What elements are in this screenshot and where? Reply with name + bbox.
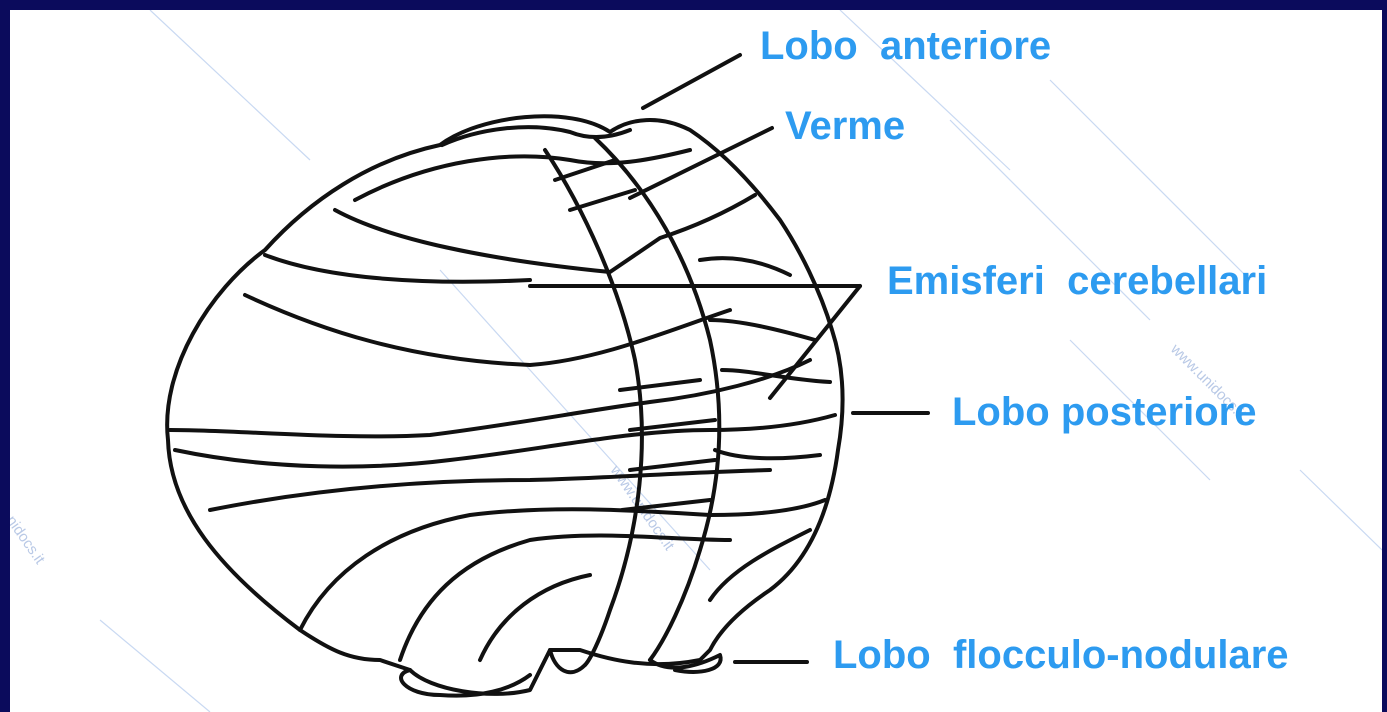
label-lobo-flocculo-nodulare: Lobo flocculo-nodulare <box>833 635 1289 675</box>
folium-h7 <box>400 536 730 660</box>
folium-h12 <box>722 370 830 382</box>
label-emisferi-cerebellari: Emisferi cerebellari <box>887 261 1267 301</box>
nodulus <box>550 650 585 672</box>
watermark-text-left: nidocs.it <box>10 513 49 569</box>
vermis-left-border <box>545 150 642 665</box>
folium-h13 <box>715 450 820 458</box>
vermis-cross-3 <box>620 380 700 390</box>
folium-h2 <box>245 295 730 365</box>
folium-h11 <box>710 320 815 340</box>
folium-h8 <box>480 575 590 660</box>
folium-h1 <box>265 255 530 282</box>
folium-h10 <box>700 258 790 275</box>
folium-a3 <box>335 195 755 272</box>
diagram-panel: www.unidocs.it www.unidocs.it nidocs.it <box>10 10 1382 712</box>
vermis-cross-2 <box>570 190 635 210</box>
label-lobo-anteriore: Lobo anteriore <box>760 26 1051 66</box>
leader-anteriore <box>643 55 740 108</box>
cerebellum-outline <box>167 116 843 695</box>
label-verme: Verme <box>785 106 905 146</box>
vermis-right-border <box>595 138 719 660</box>
cerebellum-drawing: www.unidocs.it www.unidocs.it nidocs.it <box>10 10 1382 712</box>
label-lobo-posteriore: Lobo posteriore <box>952 392 1256 432</box>
